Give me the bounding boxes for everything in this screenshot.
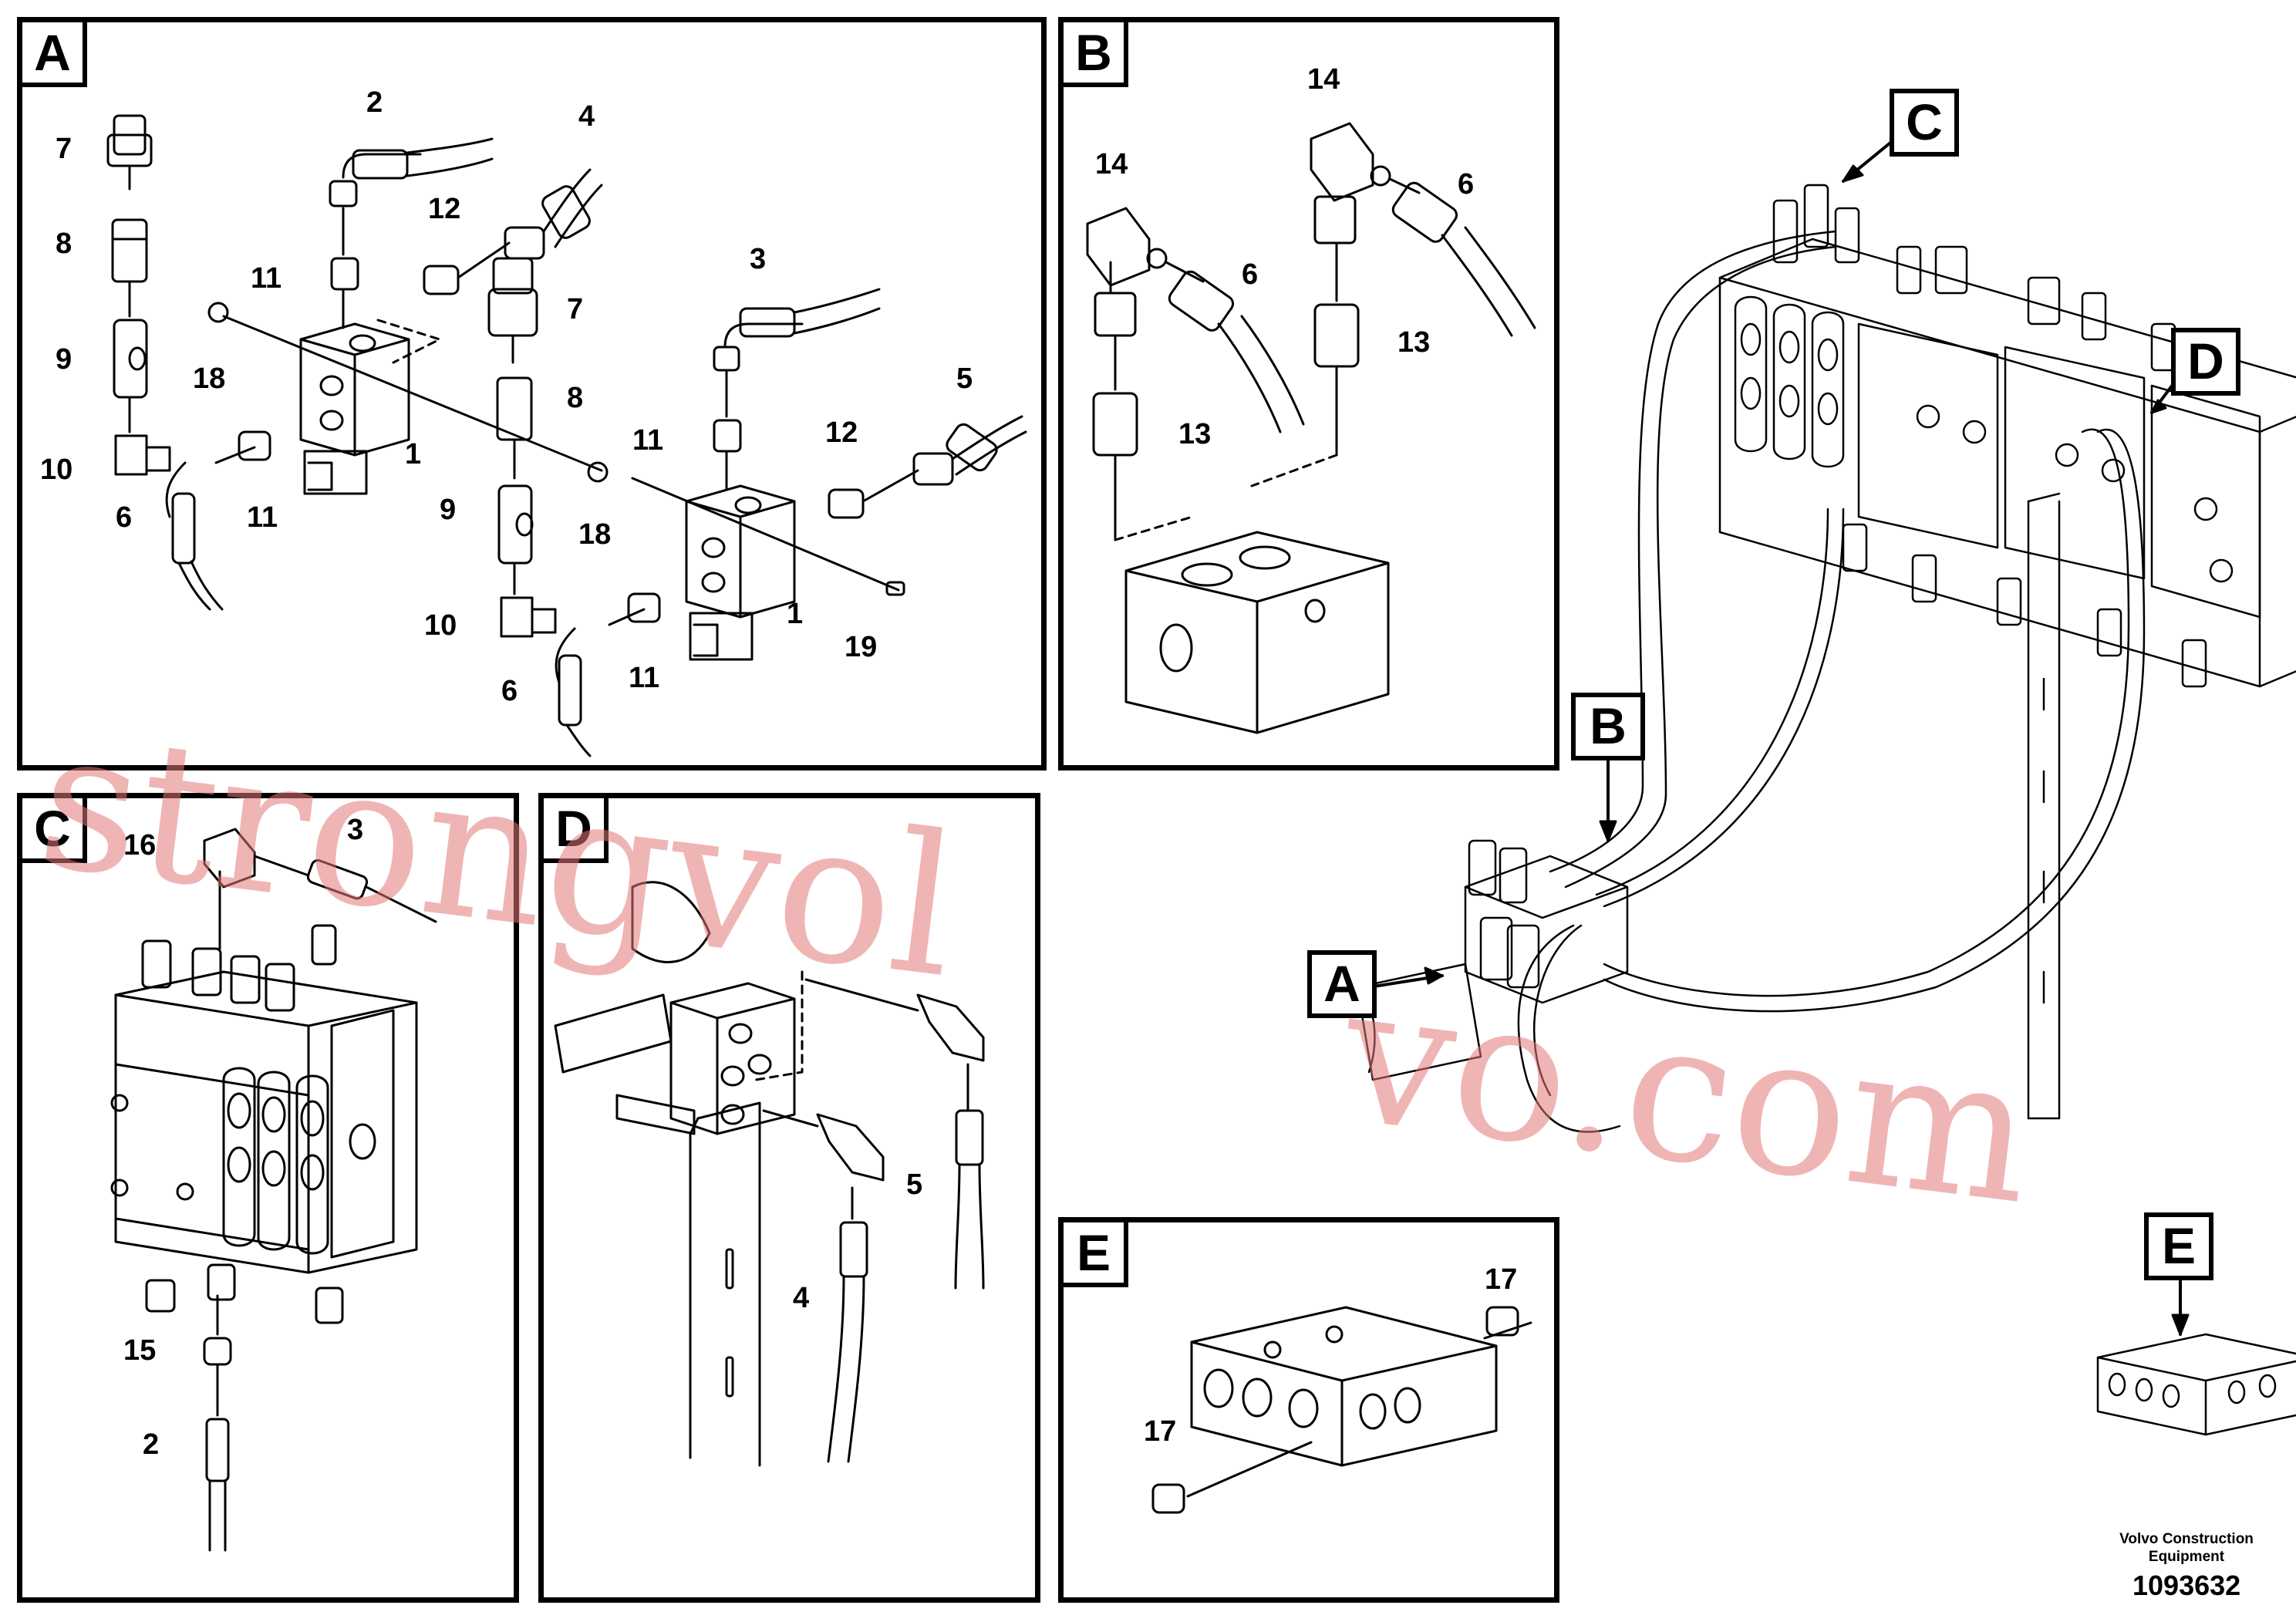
panel-c-tag: C — [22, 798, 87, 863]
part-label: 5 — [906, 1168, 923, 1201]
part-label: 13 — [1397, 326, 1431, 359]
part-label: 16 — [123, 829, 157, 862]
part-label: 11 — [629, 662, 660, 694]
part-label: 1 — [787, 598, 804, 630]
company-name-line2: Equipment — [2148, 1549, 2225, 1565]
company-name-line1: Volvo Construction — [2119, 1531, 2254, 1547]
panel-b: B — [1058, 17, 1559, 771]
part-label: 15 — [123, 1334, 157, 1367]
panel-a: A — [17, 17, 1047, 771]
part-label: 11 — [247, 501, 278, 534]
part-label: 6 — [116, 501, 133, 534]
panel-d-tag: D — [544, 798, 609, 863]
part-label: 11 — [632, 424, 664, 457]
panel-b-artwork — [1086, 122, 1536, 734]
part-label: 14 — [1095, 148, 1128, 180]
part-label: 18 — [578, 518, 612, 551]
part-label: 19 — [845, 631, 878, 663]
panel-e: E — [1058, 1217, 1559, 1603]
part-label: 6 — [1242, 258, 1259, 291]
panel-a-artwork — [106, 114, 1027, 757]
part-label: 7 — [567, 293, 584, 325]
overview-callout-b: B — [1571, 693, 1645, 760]
part-label: 7 — [56, 133, 72, 165]
part-label: 9 — [440, 494, 457, 526]
panel-e-tag: E — [1064, 1222, 1128, 1287]
part-label: 6 — [501, 675, 518, 707]
panel-d: D — [538, 793, 1040, 1603]
part-label: 9 — [56, 343, 72, 376]
part-label: 4 — [793, 1282, 810, 1314]
panel-a-tag: A — [22, 22, 87, 87]
overview-artwork — [1356, 184, 2296, 1436]
part-label: 2 — [143, 1428, 160, 1461]
overview-callout-a: A — [1307, 950, 1377, 1018]
panel-d-artwork — [554, 881, 985, 1467]
overview-callout-c: C — [1890, 89, 1959, 157]
part-label: 18 — [193, 363, 226, 395]
drawing-number: 1093632 — [2132, 1570, 2241, 1601]
overview-callout-d: D — [2171, 328, 2240, 396]
part-label: 17 — [1485, 1263, 1518, 1296]
panel-c: C — [17, 793, 519, 1603]
part-label: 8 — [567, 382, 584, 414]
part-label: 14 — [1307, 63, 1340, 96]
part-label: 10 — [40, 454, 73, 486]
part-label: 3 — [750, 243, 767, 275]
part-label: 8 — [56, 228, 72, 260]
panel-e-artwork — [1151, 1306, 1532, 1514]
part-label: 5 — [956, 363, 973, 395]
part-label: 2 — [366, 86, 383, 119]
part-label: 11 — [251, 262, 282, 295]
part-label: 17 — [1144, 1415, 1177, 1448]
part-label: 10 — [424, 609, 457, 642]
part-label: 1 — [405, 438, 422, 470]
overview-callout-e: E — [2144, 1212, 2213, 1280]
part-label: 6 — [1458, 168, 1475, 201]
panel-b-tag: B — [1064, 22, 1128, 87]
part-label: 4 — [578, 100, 595, 133]
part-label: 13 — [1178, 418, 1212, 450]
part-label: 3 — [347, 814, 364, 846]
panel-c-artwork — [110, 828, 437, 1552]
part-label: 12 — [825, 416, 858, 449]
part-label: 12 — [428, 193, 461, 225]
